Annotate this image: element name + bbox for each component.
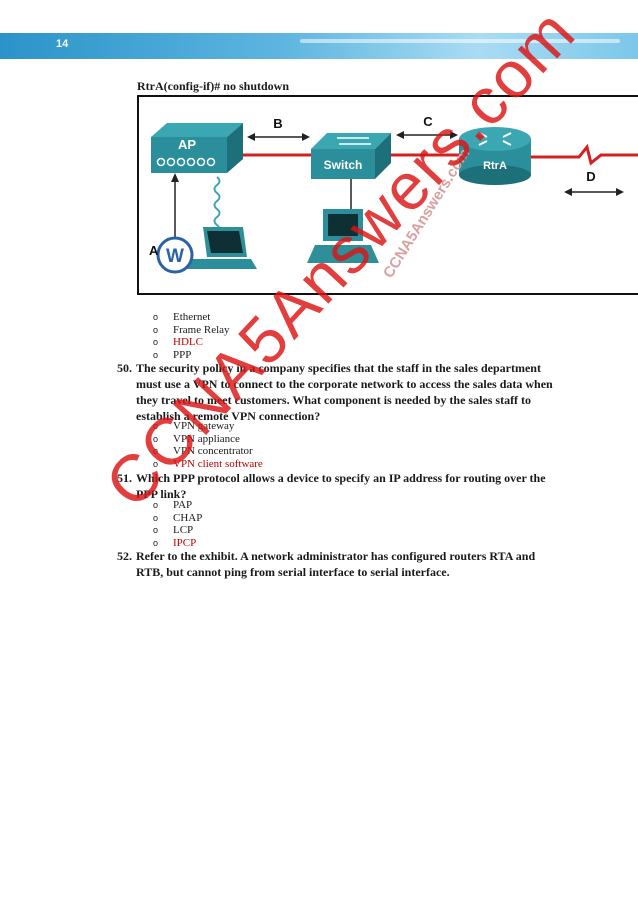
client-w-label: W	[166, 246, 184, 267]
question-number: 50.	[117, 361, 132, 375]
question-50: 50. The security policy in a company spe…	[117, 360, 557, 424]
question-text: Which PPP protocol allows a device to sp…	[136, 471, 546, 501]
header-highlight	[300, 39, 620, 43]
laptop-icon	[187, 227, 257, 269]
label-c: C	[423, 114, 433, 129]
topology-diagram: AP B C W A Switch	[149, 114, 638, 281]
ap-label: AP	[178, 137, 196, 152]
wireless-client-icon	[156, 236, 194, 274]
wireless-signal-icon	[213, 176, 221, 234]
command-line: RtrA(config-if)# no shutdown	[137, 79, 290, 93]
question-number: 51.	[117, 471, 132, 485]
page-header-band: 14	[0, 33, 638, 59]
switch-label: Switch	[324, 158, 363, 172]
router-label: RtrA	[483, 160, 507, 172]
label-b: B	[273, 116, 282, 131]
question-51: 51. Which PPP protocol allows a device t…	[117, 470, 557, 502]
question-text: The security policy in a company specifi…	[136, 361, 553, 423]
label-d: D	[586, 169, 595, 184]
router-icon	[459, 127, 531, 185]
link-d-serial	[531, 143, 638, 166]
question-number: 52.	[117, 549, 132, 563]
question-52: 52. Refer to the exhibit. A network admi…	[117, 548, 557, 580]
switch-icon	[311, 133, 391, 179]
access-point-icon	[151, 123, 243, 173]
network-exhibit: AP B C W A Switch	[137, 95, 638, 295]
desktop-pc-icon	[307, 209, 379, 263]
question-text: Refer to the exhibit. A network administ…	[136, 549, 536, 579]
page-number: 14	[56, 38, 69, 50]
label-a: A	[149, 243, 159, 258]
